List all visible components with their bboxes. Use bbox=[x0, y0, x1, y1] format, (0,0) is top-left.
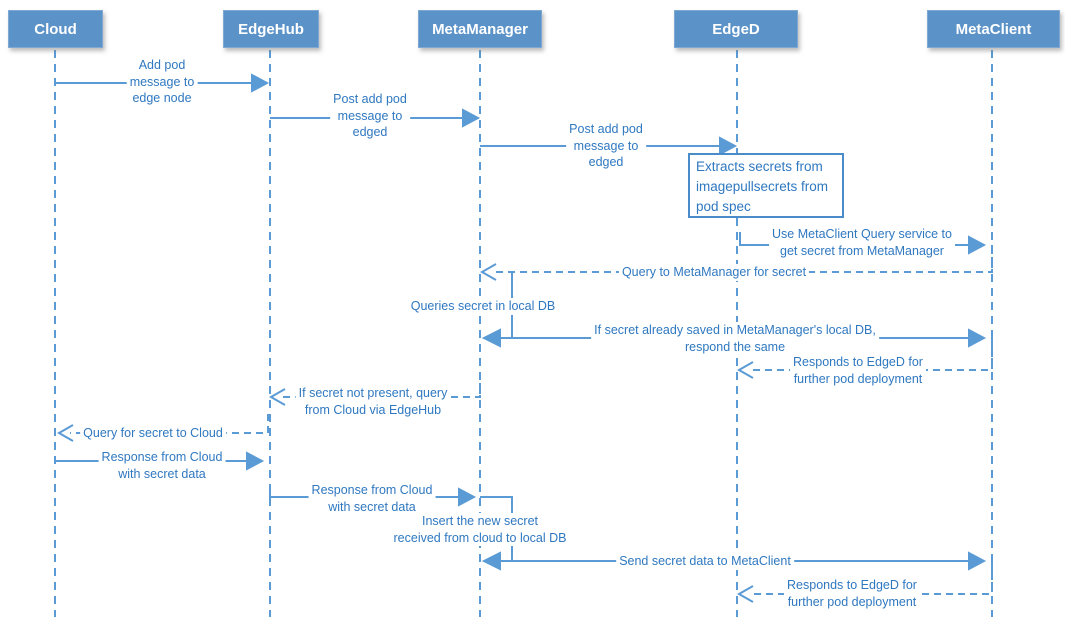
open-arrowhead bbox=[479, 263, 497, 281]
message-label: Send secret data to MetaClient bbox=[616, 553, 794, 570]
message-label: Add pod message to edge node bbox=[126, 57, 198, 107]
message-label: Query to MetaManager for secret bbox=[618, 264, 810, 281]
message-label: Post add pod message to edged bbox=[330, 91, 410, 141]
actor-edgehub: EdgeHub bbox=[223, 10, 319, 48]
note-extracts-secrets: Extracts secrets from imagepullsecrets f… bbox=[688, 153, 844, 218]
message-label: Response from Cloud with secret data bbox=[98, 449, 226, 482]
actor-edged: EdgeD bbox=[674, 10, 798, 48]
actor-metaclient: MetaClient bbox=[927, 10, 1060, 48]
actor-metamanager: MetaManager bbox=[418, 10, 542, 48]
message-label: Query for secret to Cloud bbox=[80, 425, 226, 442]
message-label: Responds to EdgeD for further pod deploy… bbox=[790, 354, 926, 387]
open-arrowhead bbox=[736, 361, 754, 379]
message-label: Response from Cloud with secret data bbox=[308, 482, 436, 515]
message-label: Queries secret in local DB bbox=[407, 298, 559, 315]
open-arrowhead bbox=[736, 585, 754, 603]
open-arrowhead bbox=[56, 424, 74, 442]
message-label: If secret not present, query from Cloud … bbox=[295, 385, 451, 418]
message-label: Post add pod message to edged bbox=[566, 121, 646, 171]
message-label: Use MetaClient Query service to get secr… bbox=[769, 226, 955, 259]
message-label: Responds to EdgeD for further pod deploy… bbox=[784, 577, 920, 610]
message-label: If secret already saved in MetaManager's… bbox=[591, 322, 879, 355]
message-label: Insert the new secret received from clou… bbox=[390, 513, 570, 546]
actor-cloud: Cloud bbox=[8, 10, 103, 48]
open-arrowhead bbox=[268, 388, 286, 406]
